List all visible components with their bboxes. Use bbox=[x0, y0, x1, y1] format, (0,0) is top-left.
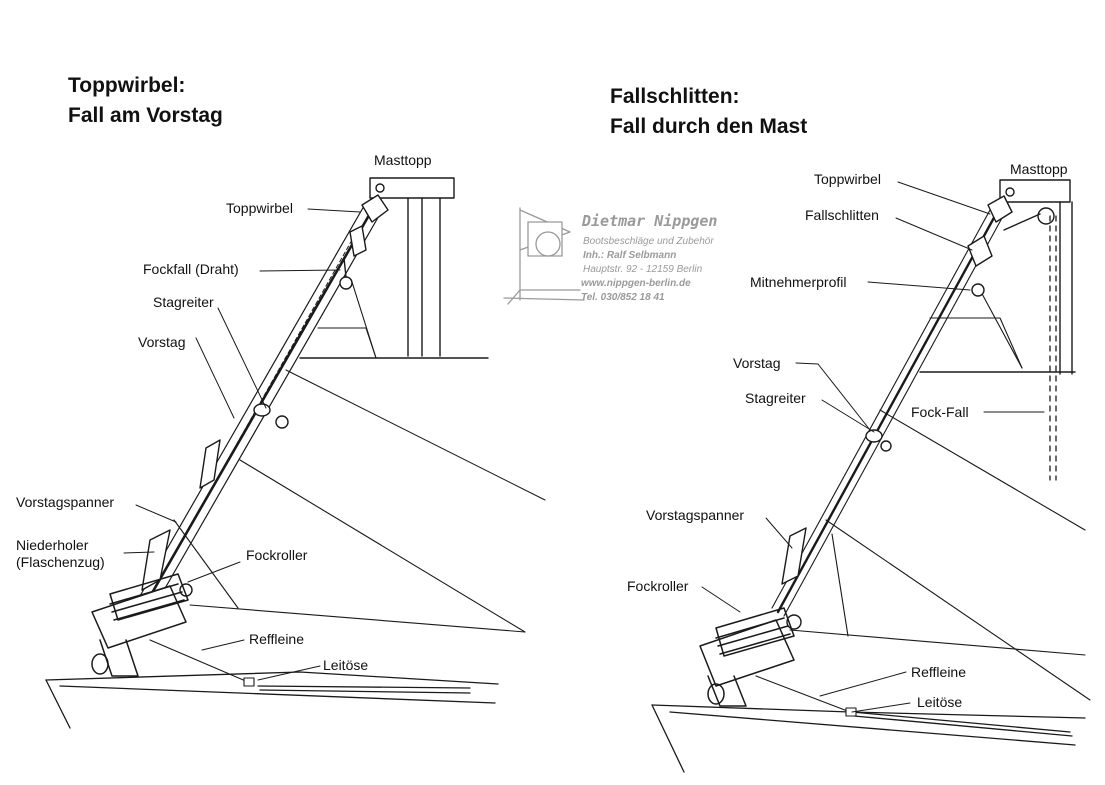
right-stagreiter bbox=[865, 429, 892, 452]
right-label-vorstag: Vorstag bbox=[733, 355, 781, 371]
right-drawing bbox=[651, 179, 1091, 773]
left-title-line1: Toppwirbel: bbox=[68, 74, 186, 97]
stamp-line4: www.nippgen-berlin.de bbox=[581, 278, 691, 289]
right-reffleine bbox=[755, 675, 857, 717]
right-deck bbox=[651, 704, 1086, 773]
right-fock-fall-dashed bbox=[1049, 215, 1057, 481]
right-label-toppwirbel: Toppwirbel bbox=[814, 171, 881, 187]
right-label-leitoese: Leitöse bbox=[917, 694, 963, 710]
right-leaders bbox=[701, 181, 1045, 713]
right-mast-top bbox=[919, 179, 1076, 375]
right-fockroller bbox=[699, 607, 795, 707]
left-deck bbox=[45, 671, 499, 729]
right-label-fockfall: Fock-Fall bbox=[911, 404, 969, 420]
left-label-stagreiter: Stagreiter bbox=[153, 294, 214, 310]
right-label-reffleine: Reffleine bbox=[911, 664, 967, 680]
stamp-line5: Tel. 030/852 18 41 bbox=[581, 292, 665, 303]
left-reffleine bbox=[149, 639, 255, 687]
left-top-swivel bbox=[339, 194, 389, 290]
right-label-masttopp: Masttopp bbox=[1010, 161, 1068, 177]
right-label-vorstagspanner: Vorstagspanner bbox=[646, 507, 745, 523]
right-title-line2: Fall durch den Mast bbox=[610, 115, 808, 138]
left-mast-top bbox=[299, 177, 489, 359]
left-label-fockfall: Fockfall (Draht) bbox=[143, 261, 239, 277]
left-label-niederholer: Niederholer bbox=[16, 537, 89, 553]
right-forestay bbox=[771, 209, 1003, 617]
left-label-leitoese: Leitöse bbox=[323, 657, 369, 673]
left-fockroller bbox=[91, 573, 189, 677]
right-vorstagspanner bbox=[781, 527, 807, 630]
right-title-line1: Fallschlitten: bbox=[610, 85, 740, 108]
stamp-line2: Inh.: Ralf Selbmann bbox=[583, 250, 677, 261]
stamp-line1: Bootsbeschläge und Zubehör bbox=[583, 236, 714, 247]
left-leaders bbox=[123, 208, 361, 681]
left-label-masttopp: Masttopp bbox=[374, 152, 432, 168]
stamp-logo bbox=[503, 207, 585, 305]
right-label-stagreiter: Stagreiter bbox=[745, 390, 806, 406]
left-label-flaschenzug: (Flaschenzug) bbox=[16, 554, 105, 570]
left-label-vorstagspanner: Vorstagspanner bbox=[16, 494, 115, 510]
right-sail bbox=[789, 289, 1091, 701]
left-vorstagspanner bbox=[141, 439, 221, 597]
left-label-vorstag: Vorstag bbox=[138, 334, 186, 350]
stamp-name: Dietmar Nippgen bbox=[582, 212, 718, 230]
left-label-fockroller: Fockroller bbox=[246, 547, 308, 563]
stamp-line3: Hauptstr. 92 - 12159 Berlin bbox=[583, 264, 703, 275]
left-label-reffleine: Reffleine bbox=[249, 631, 305, 647]
right-label-fockroller: Fockroller bbox=[627, 578, 689, 594]
left-title-line2: Fall am Vorstag bbox=[68, 104, 223, 127]
right-top-swivel bbox=[967, 195, 1041, 297]
left-drawing bbox=[45, 177, 546, 729]
right-label-fallschlitten: Fallschlitten bbox=[805, 207, 879, 223]
left-label-toppwirbel: Toppwirbel bbox=[226, 200, 293, 216]
right-label-mitnehmerprofil: Mitnehmerprofil bbox=[750, 274, 847, 290]
